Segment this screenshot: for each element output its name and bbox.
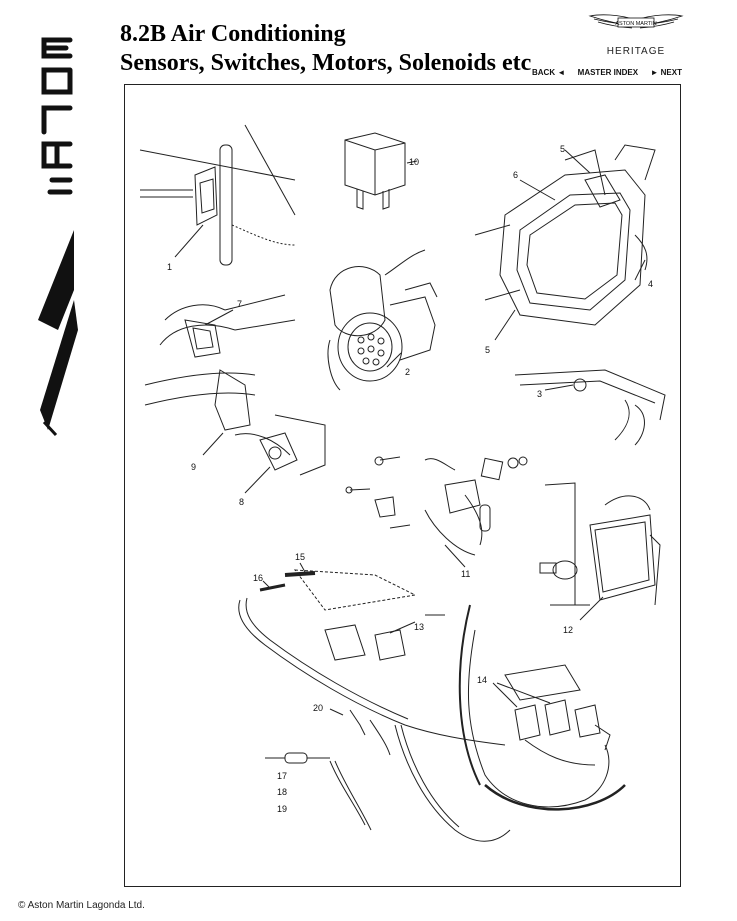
callout-2: 2 [405, 367, 410, 377]
title-line-2: Sensors, Switches, Motors, Solenoids etc [120, 50, 532, 76]
title-line-1: 8.2B Air Conditioning [120, 21, 346, 47]
parts-diagram-frame: 1 2 3 4 5 5 6 7 8 9 10 11 12 13 14 15 16… [124, 84, 681, 887]
part-1-sensor-bracket [139, 124, 296, 266]
brand-subtitle: HERITAGE [606, 46, 666, 57]
page-navigation: BACK ◄ MASTER INDEX ► NEXT [532, 68, 682, 77]
brand-block: ASTON MARTIN HERITAGE [588, 12, 684, 57]
callout-5-top: 5 [560, 144, 565, 154]
virage-logo [30, 30, 82, 440]
part-4-5-6-heater-box [474, 144, 656, 341]
callout-13: 13 [414, 622, 424, 632]
callout-3: 3 [537, 389, 542, 399]
callout-19: 19 [277, 804, 287, 814]
part-3-panel-sensor [514, 369, 666, 446]
callout-14: 14 [477, 675, 487, 685]
copyright-footer: © Aston Martin Lagonda Ltd. [18, 900, 145, 911]
part-7-bracket [159, 294, 296, 358]
page-title: 8.2B Air Conditioning Sensors, Switches,… [120, 20, 531, 78]
callout-9: 9 [191, 462, 196, 472]
callout-10: 10 [409, 157, 419, 167]
callout-18: 18 [277, 787, 287, 797]
master-index-link[interactable]: MASTER INDEX [577, 68, 639, 77]
callout-8: 8 [239, 497, 244, 507]
back-link[interactable]: BACK ◄ [532, 68, 566, 77]
callout-17: 17 [277, 771, 287, 781]
part-17-20-sensor-leads [265, 708, 511, 842]
next-link[interactable]: ► NEXT [650, 68, 682, 77]
callout-7: 7 [237, 299, 242, 309]
part-13-15-16-hose-assembly [238, 562, 506, 746]
callout-4: 4 [648, 279, 653, 289]
callout-20: 20 [313, 703, 323, 713]
brand-logo-text: ASTON MARTIN [615, 21, 656, 27]
aston-martin-wings-logo: ASTON MARTIN [588, 14, 684, 29]
part-12-control-module [539, 482, 661, 621]
callout-5-bottom: 5 [485, 345, 490, 355]
parts-diagram: 1 2 3 4 5 5 6 7 8 9 10 11 12 13 14 15 16… [139, 124, 666, 842]
callout-1: 1 [167, 262, 172, 272]
callout-16: 16 [253, 573, 263, 583]
callout-12: 12 [563, 625, 573, 635]
callout-15: 15 [295, 552, 305, 562]
part-8-9-duct-sensor [144, 369, 326, 494]
part-14-solenoid-valves [458, 604, 626, 811]
part-2-blower-motor [327, 249, 438, 391]
callout-6: 6 [513, 170, 518, 180]
part-10-relay [344, 132, 418, 210]
callout-11: 11 [461, 569, 470, 579]
part-11-hardware [345, 456, 528, 568]
